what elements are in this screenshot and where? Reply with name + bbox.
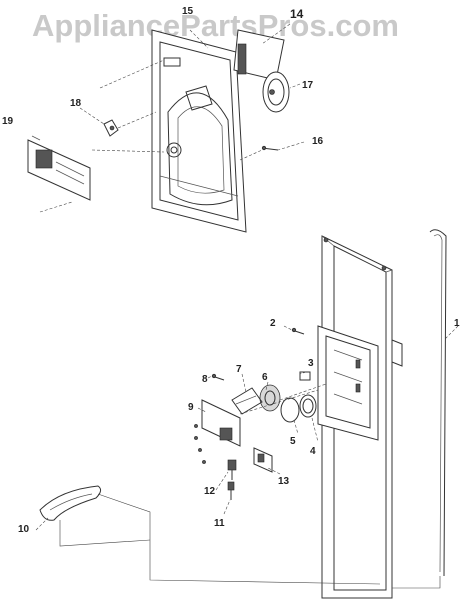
callout-2: 2	[270, 318, 276, 329]
lever-part-7	[231, 387, 263, 415]
round-cover-part-17	[262, 71, 290, 113]
callout-10: 10	[18, 524, 30, 535]
callout-18: 18	[70, 98, 82, 109]
callout-11: 11	[214, 518, 225, 529]
switch-part-13	[253, 447, 273, 473]
callout-17: 17	[302, 80, 314, 91]
callout-7: 7	[236, 364, 242, 375]
callout-19: 19	[2, 116, 14, 127]
gear-part-6	[259, 384, 281, 412]
callout-15: 15	[182, 6, 194, 17]
screw-part-16	[261, 145, 279, 151]
callout-16: 16	[312, 136, 324, 147]
callout-13: 13	[278, 476, 290, 487]
callout-8: 8	[202, 374, 208, 385]
screw-part-11	[227, 481, 235, 500]
callout-5: 5	[290, 436, 296, 447]
dispenser-housing-part-15	[151, 29, 247, 233]
bracket-part-3	[299, 371, 311, 381]
paddle-part-10	[39, 485, 102, 521]
door-panel	[317, 235, 403, 599]
control-board-part-19	[27, 135, 91, 201]
fitting-part-12	[227, 459, 237, 480]
callout-4: 4	[310, 446, 316, 457]
upper-leader-lines	[39, 23, 305, 213]
callout-6: 6	[262, 372, 268, 383]
switch-part-18	[103, 119, 119, 137]
ring-part-4	[299, 394, 317, 418]
screw-part-2	[291, 327, 305, 335]
screw-part-8	[211, 373, 225, 381]
disc-part-5	[280, 397, 300, 423]
callout-12: 12	[204, 486, 216, 497]
callout-9: 9	[188, 402, 194, 413]
lower-leader-lines	[35, 325, 459, 589]
callout-3: 3	[308, 358, 314, 369]
watermark-text: AppliancePartsPros.com	[32, 8, 399, 43]
actuator-housing-part-9	[194, 399, 241, 464]
callout-labels: 1 2 3 4 5 6 7 8 9 10 11 12 13 14 15 16 1…	[2, 6, 460, 535]
tube-part-1	[429, 229, 447, 577]
callout-14: 14	[290, 7, 304, 21]
callout-1: 1	[454, 318, 460, 329]
